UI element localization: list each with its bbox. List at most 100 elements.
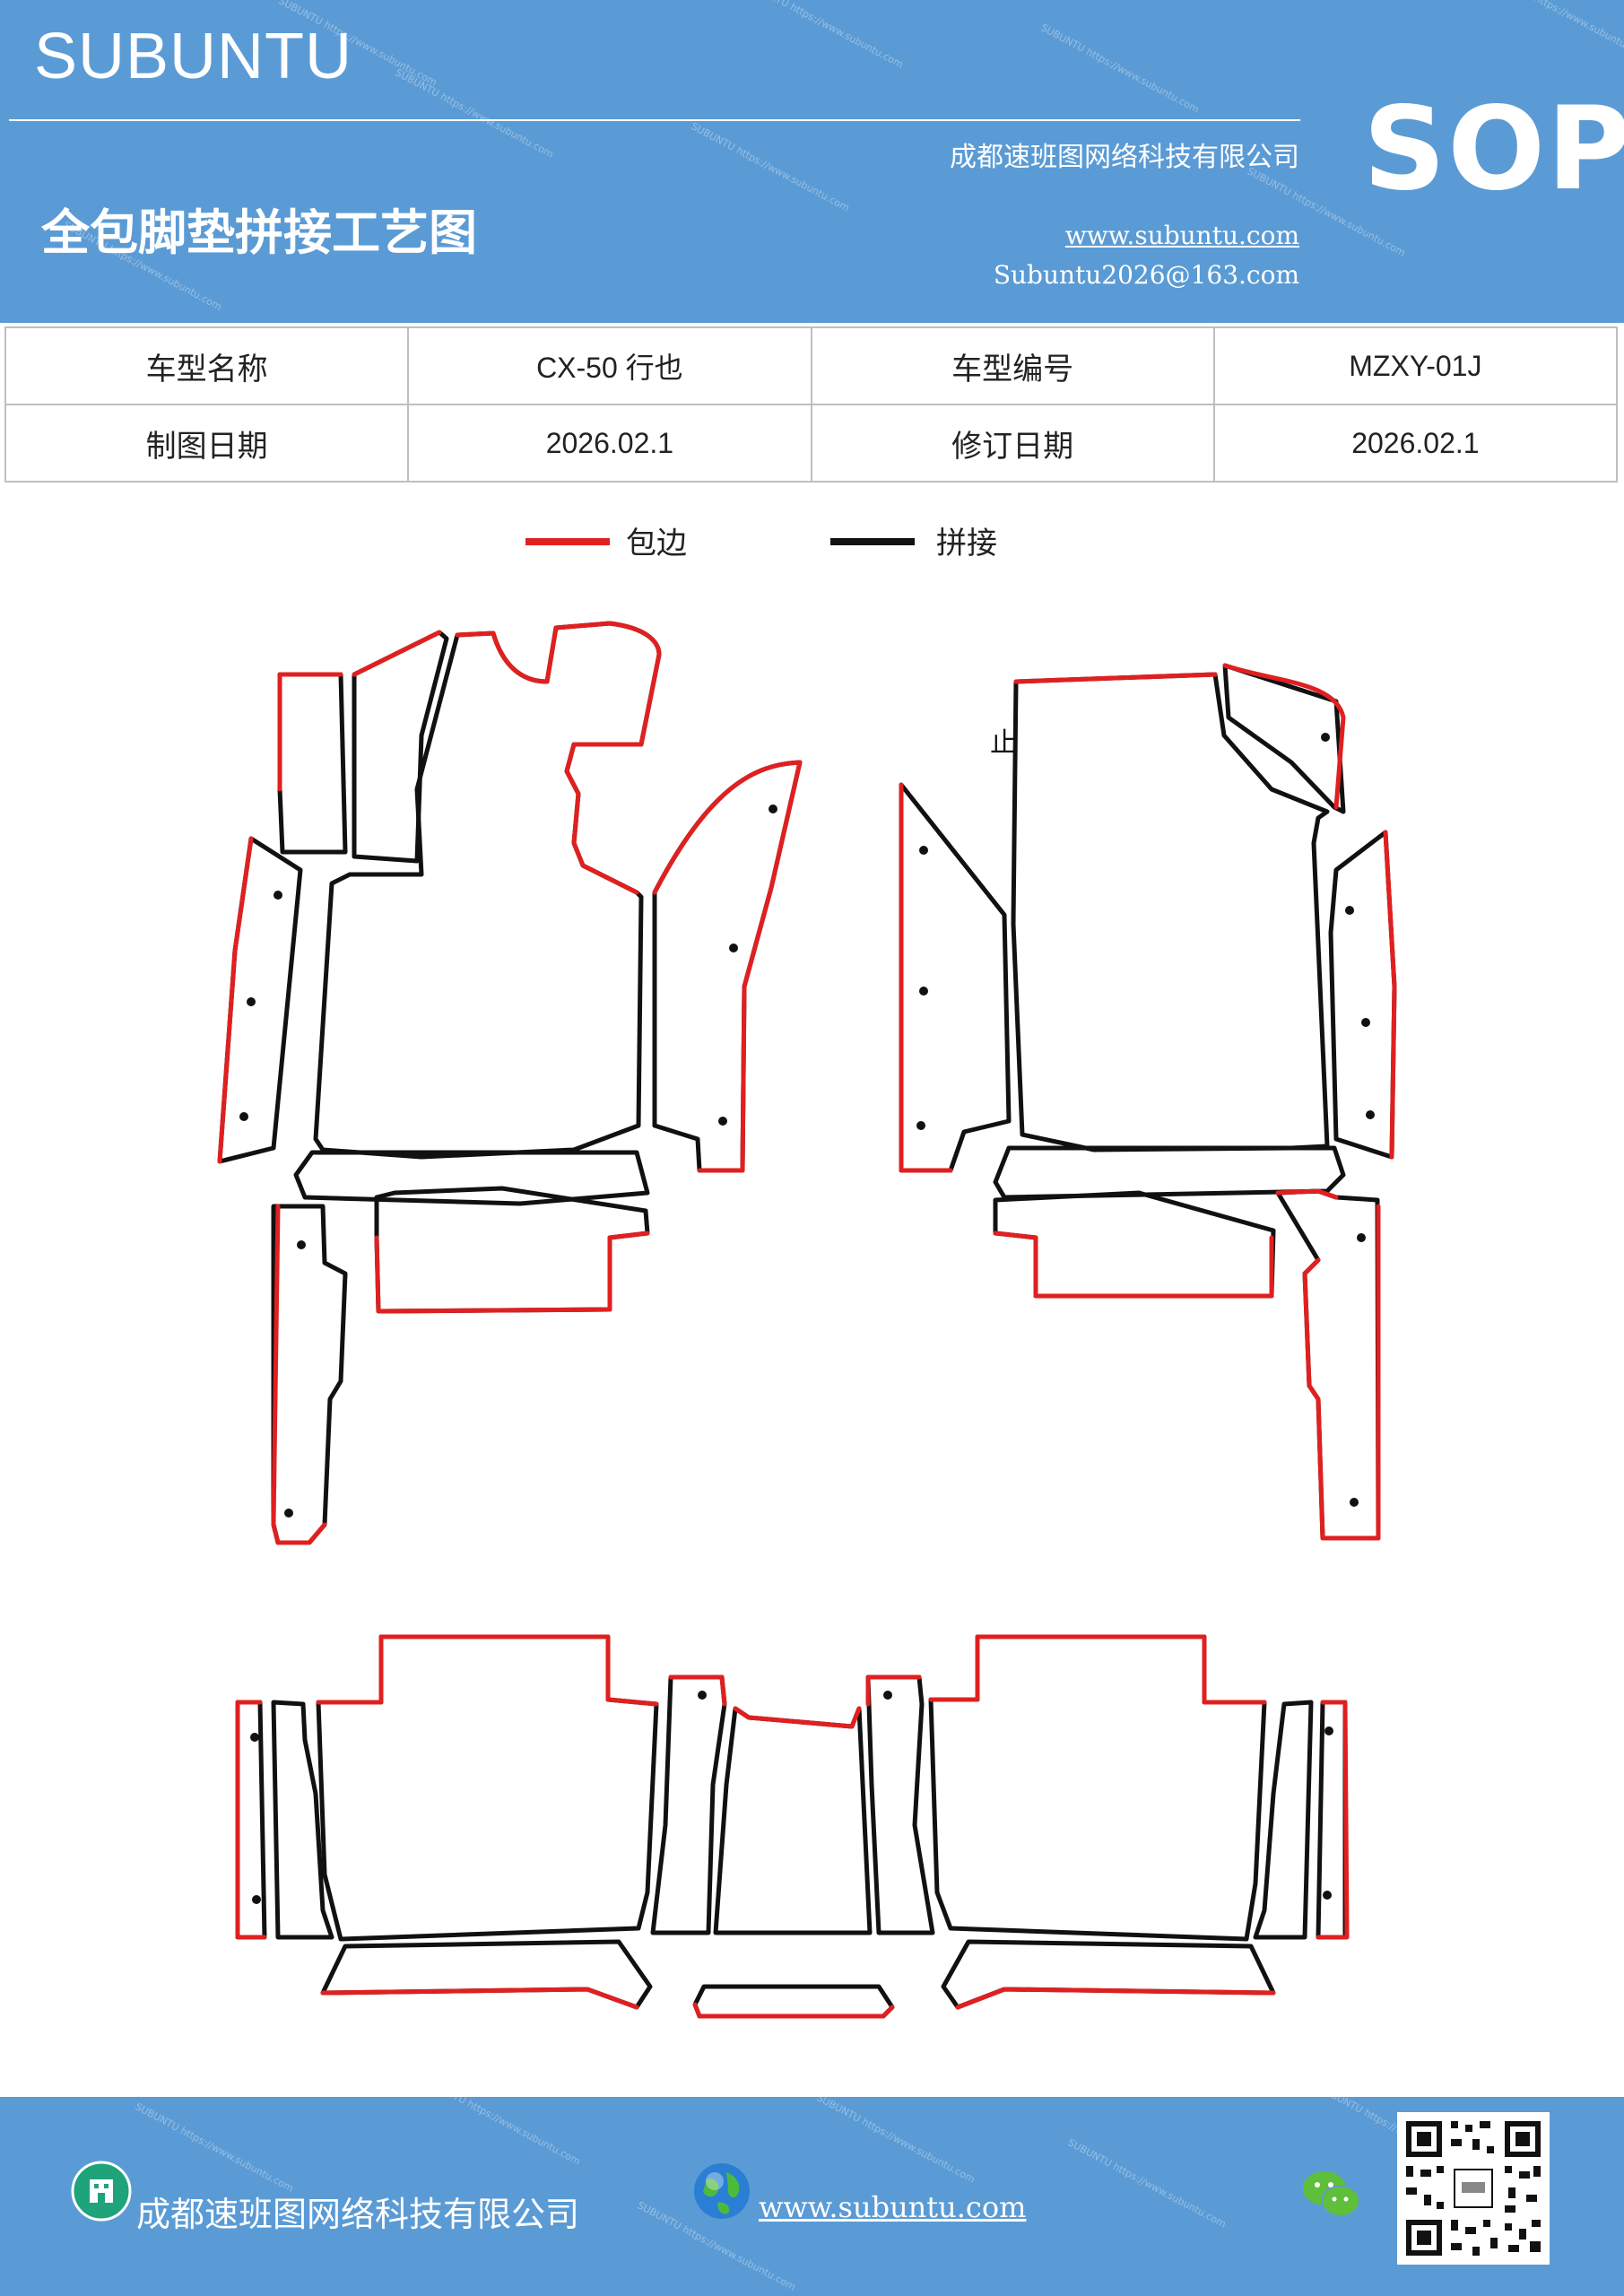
mat-edge-binding: [955, 1987, 1276, 2010]
fixing-hole: [919, 987, 928, 996]
sop-badge: SOP: [1363, 83, 1624, 216]
watermark: SUBUNTU https://www.subuntu.com: [1065, 2136, 1229, 2231]
watermark: SUBUNTU https://www.subuntu.com: [133, 2100, 296, 2195]
fixing-hole: [284, 1509, 293, 1518]
fixing-hole: [883, 1691, 892, 1700]
mat-piece: [993, 1145, 1346, 1200]
mat-edge-binding: [668, 1674, 727, 1707]
fixing-hole: [698, 1691, 707, 1700]
footer-company-name: 成都速班图网络科技有限公司: [136, 2195, 580, 2234]
fixing-hole: [729, 944, 738, 952]
mat-piece: [293, 1150, 650, 1206]
note-label: 止: [990, 727, 1017, 759]
header-banner: SUBUNTU https://www.subuntu.com SUBUNTU …: [0, 0, 1624, 323]
front-right-mat-group: 止: [899, 663, 1397, 1541]
email-address: Subuntu2026@163.com: [993, 260, 1299, 290]
mat-piece: [374, 1186, 650, 1314]
mat-piece: [899, 782, 1012, 1173]
mat-edge-binding: [374, 1231, 650, 1314]
mat-edge-binding: [652, 760, 803, 1173]
mat-edge-binding: [320, 1987, 639, 2010]
fixing-hole: [297, 1240, 306, 1249]
legend-label-binding: 包边: [626, 526, 687, 561]
mat-piece: [928, 1634, 1267, 1942]
mat-edge-binding: [271, 1204, 327, 1545]
mat-edge-binding: [235, 1700, 267, 1940]
label-revision-date: 修订日期: [810, 404, 1215, 483]
mat-piece: [865, 1674, 935, 1935]
mat-piece: [1275, 1188, 1381, 1541]
label-model-name: 车型名称: [4, 326, 410, 405]
mat-piece: [650, 1674, 727, 1935]
mat-edge-binding: [928, 1634, 1267, 1705]
building-icon: [71, 2161, 132, 2222]
mat-piece: [941, 1939, 1276, 2010]
fixing-hole: [247, 997, 256, 1006]
mat-edge-binding: [316, 1634, 659, 1707]
value-model-name: CX-50 行也: [407, 326, 812, 405]
watermark: SUBUNTU https://www.subuntu.com: [814, 2097, 977, 2186]
mat-edge-binding: [455, 621, 662, 895]
mat-piece: [1011, 672, 1330, 1152]
wechat-icon: [1303, 2171, 1360, 2217]
mat-piece: [271, 1700, 334, 1940]
qr-code: [1397, 2112, 1550, 2265]
brand-name: SUBUNTU: [34, 21, 353, 92]
mat-piece: [271, 1204, 348, 1545]
value-model-code: MZXY-01J: [1212, 326, 1619, 405]
mat-edge-binding: [692, 2002, 895, 2019]
front-left-mat-group: [217, 621, 803, 1545]
mat-edge-binding: [865, 1674, 922, 1707]
value-revision-date: 2026.02.1: [1212, 404, 1619, 483]
footer-website-link[interactable]: www.subuntu.com: [759, 2190, 1027, 2224]
fixing-hole: [916, 1121, 925, 1130]
fixing-hole: [1361, 1018, 1370, 1027]
mat-piece: [1328, 830, 1397, 1160]
floor-mat-splice-diagram: 止: [217, 621, 1397, 2019]
fixing-hole: [919, 846, 928, 855]
mat-piece: [1316, 1700, 1348, 1940]
mat-edge-binding: [1013, 672, 1218, 684]
fixing-hole: [250, 1733, 259, 1742]
mat-edge-binding: [217, 836, 254, 1164]
mat-edge-binding: [277, 672, 343, 792]
fixing-hole: [718, 1117, 727, 1126]
legend-swatch-binding: [525, 538, 610, 545]
fixing-hole: [1345, 906, 1354, 915]
fixing-hole: [1357, 1233, 1366, 1242]
vehicle-info-table: 车型名称 CX-50 行也 车型编号 MZXY-01J 制图日期 2026.02…: [4, 326, 1619, 483]
fixing-hole: [1366, 1110, 1375, 1119]
header-divider: [9, 119, 1300, 121]
fixing-hole: [252, 1895, 261, 1904]
fixing-hole: [239, 1112, 248, 1121]
fixing-hole: [769, 804, 777, 813]
fixing-hole: [1350, 1498, 1359, 1507]
mat-piece: [320, 1939, 653, 2010]
mat-edge-binding: [993, 1231, 1274, 1299]
fixing-hole: [1321, 733, 1330, 742]
legend-label-seam: 拼接: [936, 526, 997, 561]
value-draw-date: 2026.02.1: [407, 404, 812, 483]
mat-edge-binding: [899, 782, 953, 1173]
footer-banner: SUBUNTU https://www.subuntu.com SUBUNTU …: [0, 2097, 1624, 2296]
mat-piece: [1253, 1700, 1314, 1940]
mat-edge-binding: [733, 1706, 862, 1729]
mat-edge-binding: [1275, 1188, 1381, 1541]
fixing-hole: [274, 891, 282, 900]
table-row: 车型名称 CX-50 行也 车型编号 MZXY-01J: [4, 326, 1619, 405]
mat-piece: [316, 1634, 659, 1942]
watermark: SUBUNTU https://www.subuntu.com: [420, 2097, 583, 2168]
company-name: 成都速班图网络科技有限公司: [950, 142, 1299, 173]
mat-piece: [277, 672, 348, 855]
page-title: 全包脚垫拼接工艺图: [41, 204, 477, 261]
mat-piece: [652, 760, 803, 1173]
legend: 包边 拼接: [0, 518, 1624, 581]
mat-edge-binding: [1222, 663, 1346, 810]
website-link[interactable]: www.subuntu.com: [1064, 221, 1299, 250]
globe-icon: [694, 2163, 750, 2219]
rear-mat-group: [235, 1634, 1350, 2019]
mat-edge-binding: [1383, 830, 1397, 1160]
mat-piece: [692, 1984, 895, 2019]
legend-swatch-seam: [830, 538, 915, 545]
label-draw-date: 制图日期: [4, 404, 410, 483]
